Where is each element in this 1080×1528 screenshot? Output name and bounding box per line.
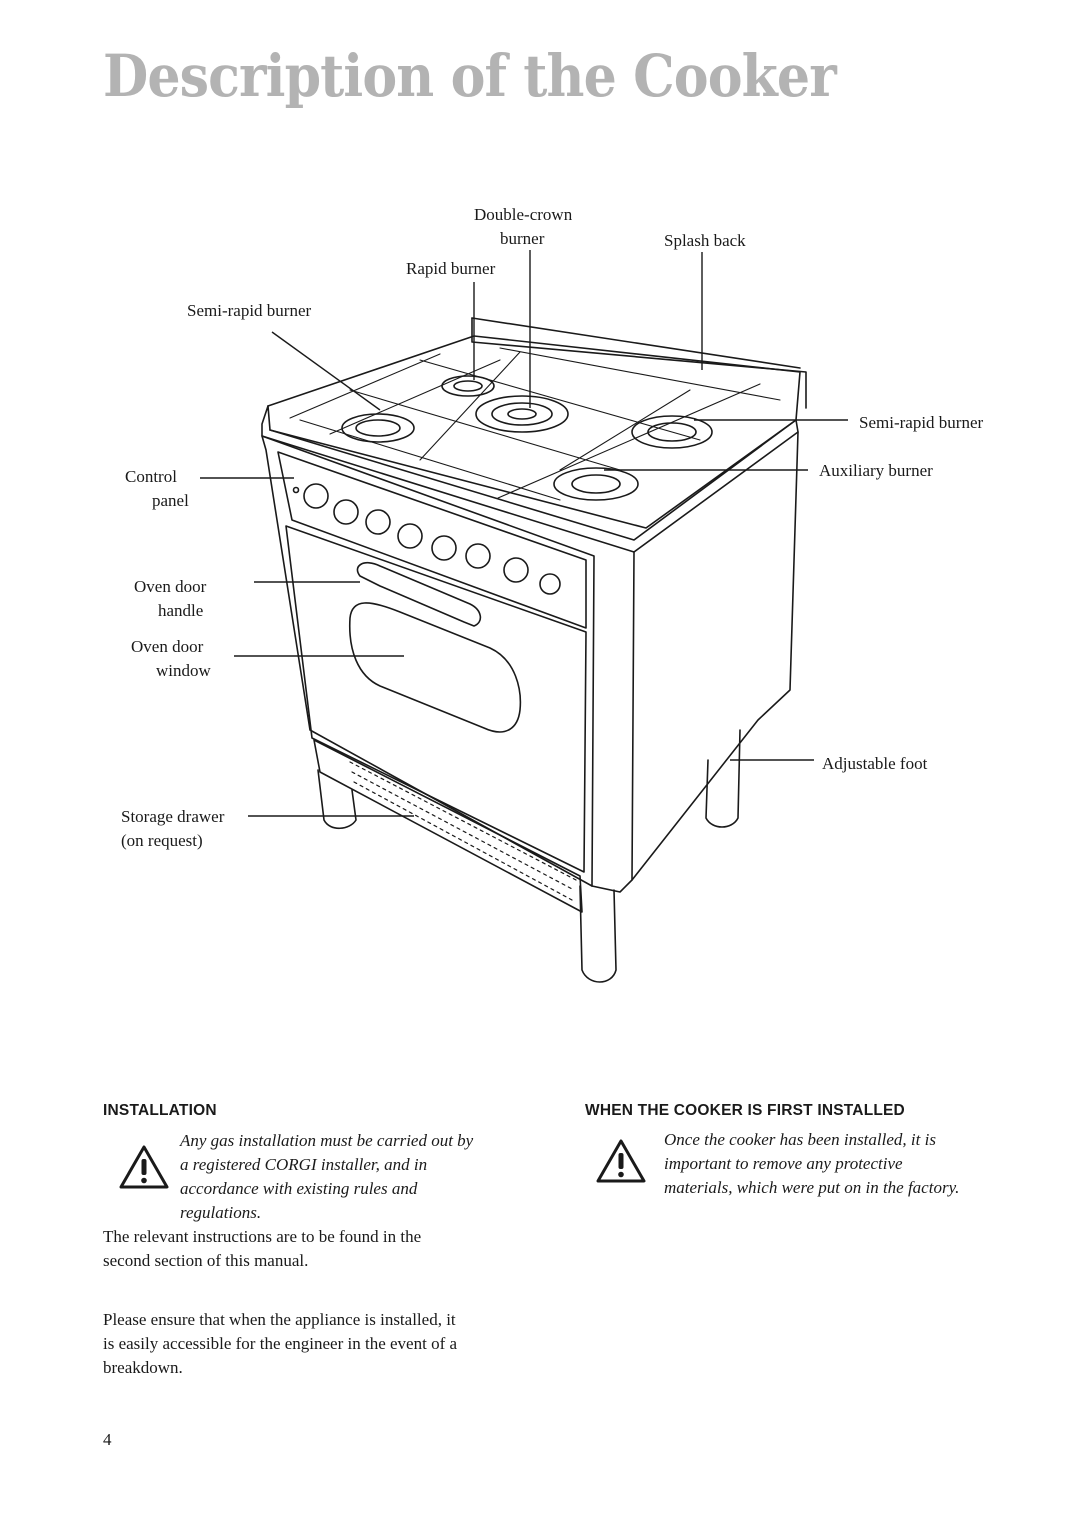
page-title: Description of the Cooker: [103, 42, 837, 110]
label-double-crown-2: burner: [500, 229, 545, 248]
oven-window: [348, 602, 522, 733]
installation-heading: INSTALLATION: [103, 1102, 217, 1119]
control-panel-outline: [277, 451, 587, 629]
label-auxiliary-burner: Auxiliary burner: [819, 461, 933, 480]
label-splash-back: Splash back: [664, 231, 746, 250]
first-installed-warning-line: materials, which were put on in the fact…: [664, 1178, 960, 1197]
oven-handle: [356, 561, 482, 627]
installation-warning-line: regulations.: [180, 1203, 262, 1222]
installation-warning-line: accordance with existing rules and: [180, 1179, 418, 1198]
control-knobs: [303, 483, 561, 595]
label-adjustable-foot: Adjustable foot: [822, 754, 928, 773]
paragraph-line: second section of this manual.: [103, 1251, 309, 1270]
label-oven-door-handle: Oven door: [134, 577, 207, 596]
splash-back: [471, 317, 807, 409]
label-semi-rapid-right: Semi-rapid burner: [859, 413, 983, 432]
paragraph-line: breakdown.: [103, 1358, 183, 1377]
cooker-body: [261, 435, 595, 887]
installation-warning-line: Any gas installation must be carried out…: [180, 1131, 474, 1150]
label-oven-door-window: Oven door: [131, 637, 204, 656]
label-control-panel: Control: [125, 467, 177, 486]
installation-paragraph-2: Please ensure that when the appliance is…: [103, 1308, 457, 1380]
leader-semi-rapid-left: [271, 331, 381, 411]
label-double-crown: Double-crown: [474, 205, 573, 224]
installation-warning-line: a registered CORGI installer, and in: [180, 1155, 428, 1174]
paragraph-line: The relevant instructions are to be foun…: [103, 1227, 422, 1246]
label-oven-door-handle-2: handle: [158, 601, 203, 620]
label-semi-rapid-left: Semi-rapid burner: [187, 301, 311, 320]
label-storage-drawer: Storage drawer: [121, 807, 225, 826]
page-number: 4: [103, 1430, 112, 1449]
first-installed-warning: Once the cooker has been installed, it i…: [664, 1128, 959, 1200]
label-oven-door-window-2: window: [156, 661, 212, 680]
installation-paragraph-1: The relevant instructions are to be foun…: [103, 1225, 421, 1273]
first-installed-warning-line: Once the cooker has been installed, it i…: [664, 1130, 936, 1149]
paragraph-line: is easily accessible for the engineer in…: [103, 1334, 458, 1353]
label-control-panel-2: panel: [152, 491, 189, 510]
installation-warning: Any gas installation must be carried out…: [180, 1129, 473, 1225]
paragraph-line: Please ensure that when the appliance is…: [103, 1310, 456, 1329]
warning-triangle-icon: [119, 1145, 169, 1189]
storage-drawer: [313, 739, 583, 913]
oven-door: [285, 525, 587, 873]
first-installed-warning-line: important to remove any protective: [664, 1154, 903, 1173]
warning-triangle-icon: [596, 1139, 646, 1183]
label-storage-drawer-2: (on request): [121, 831, 203, 850]
label-rapid-burner: Rapid burner: [406, 259, 496, 278]
first-installed-heading: WHEN THE COOKER IS FIRST INSTALLED: [585, 1102, 905, 1119]
